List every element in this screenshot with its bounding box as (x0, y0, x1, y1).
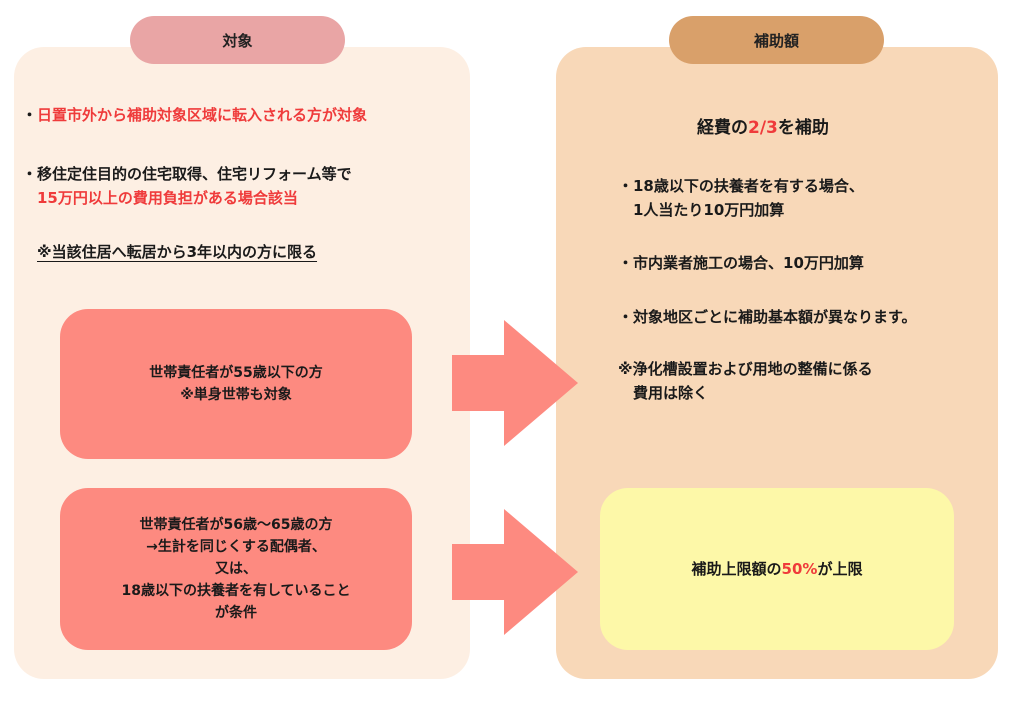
subsidy-amount-tab-label: 補助額 (753, 31, 799, 50)
subsidy-ratio: 2/3 (748, 118, 778, 138)
condition-box-1-line1-post: 歳以下の方 (252, 365, 323, 381)
right-item-1-line2: 1人当たり10万円加算 (633, 201, 785, 219)
subsidy-headline: 経費の2/3を補助 (697, 116, 829, 140)
left-bullet-1: ・日置市外から補助対象区域に転入される方が対象 (22, 103, 367, 127)
subsidy-headline-post: を補助 (777, 118, 829, 138)
condition-box-under-55: 世帯責任者が55歳以下の方 ※単身世帯も対象 (60, 309, 412, 459)
condition-box-1-line1-pre: 世帯責任者が (149, 365, 234, 381)
condition-box-2-line1-mid: 歳〜 (243, 517, 271, 533)
right-item-1-line1: ・18歳以下の扶養者を有する場合、 (618, 177, 864, 195)
condition-box-56-to-65: 世帯責任者が56歳〜65歳の方 →生計を同じくする配偶者、 又は、 18歳以下の… (60, 488, 412, 650)
left-bullet-2: ・移住定住目的の住宅取得、住宅リフォーム等で 15万円以上の費用負担がある場合該… (22, 162, 352, 210)
left-bullet-2-line1: 移住定住目的の住宅取得、住宅リフォーム等で (37, 165, 352, 183)
arrow-right-icon (452, 320, 578, 446)
right-item-1: ・18歳以下の扶養者を有する場合、 1人当たり10万円加算 (618, 174, 864, 222)
condition-box-2-line3: 又は、 (215, 561, 257, 577)
subsidy-amount-tab: 補助額 (669, 16, 884, 64)
arrow-right-icon (452, 509, 578, 635)
subsidy-limit-post: が上限 (817, 560, 863, 578)
bullet-mark: ・ (22, 165, 38, 183)
subsidy-limit-pre: 補助上限額の (691, 560, 782, 578)
right-note-line1: ※浄化槽設置および用地の整備に係る (618, 360, 873, 378)
condition-box-2-line5: が条件 (215, 605, 257, 621)
subsidy-limit-percent: 50% (781, 560, 818, 578)
condition-box-1-line1: 世帯責任者が55歳以下の方 (149, 362, 322, 384)
target-tab: 対象 (130, 16, 345, 64)
target-tab-label: 対象 (222, 31, 253, 50)
condition-box-2-line2: →生計を同じくする配偶者、 (146, 539, 326, 555)
condition-box-2-line1: 世帯責任者が56歳〜65歳の方 (140, 514, 333, 536)
right-item-3: ・対象地区ごとに補助基本額が異なります。 (618, 308, 917, 326)
condition-box-1-line2: ※単身世帯も対象 (180, 387, 292, 403)
condition-box-2-line1-post: 歳の方 (290, 517, 333, 533)
right-note: ※浄化槽設置および用地の整備に係る 費用は除く (618, 357, 873, 405)
condition-box-2-age-max: 65 (271, 517, 291, 533)
left-bullet-1-text: 日置市外から補助対象区域に転入される方が対象 (37, 106, 368, 124)
condition-box-2-age-min: 56 (223, 517, 243, 533)
condition-box-1-age: 55 (233, 365, 253, 381)
bullet-mark: ・ (22, 106, 38, 124)
condition-box-2-line4: 18歳以下の扶養者を有していること (121, 583, 351, 599)
right-note-line2: 費用は除く (633, 384, 709, 402)
residence-note: ※当該住居へ転居から3年以内の方に限る (37, 243, 318, 261)
right-item-2: ・市内業者施工の場合、10万円加算 (618, 254, 864, 272)
subsidy-headline-pre: 経費の (697, 118, 748, 138)
left-bullet-2-line2: 15万円以上の費用負担がある場合該当 (37, 189, 298, 207)
condition-box-2-line1-pre: 世帯責任者が (139, 517, 224, 533)
